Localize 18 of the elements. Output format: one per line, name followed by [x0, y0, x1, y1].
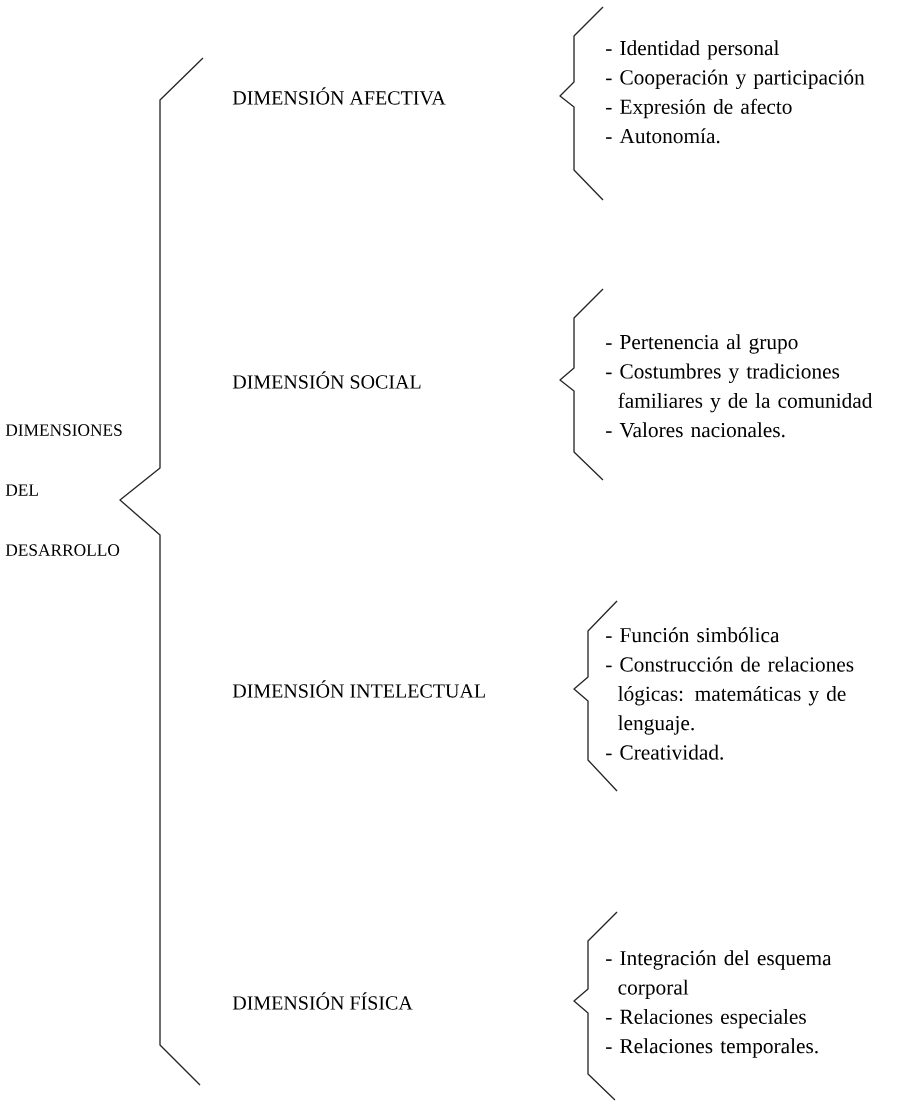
list-item: - Construcción de relaciones lógicas: matemáticas y de lenguaje. — [606, 656, 854, 735]
list-item: - Valores nacionales. — [606, 422, 785, 438]
heading-text: DIMENSIONES DEL DESARROLLO — [5, 424, 122, 556]
category-label: DIMENSIÓN SOCIAL — [232, 371, 421, 389]
category-label: DIMENSIÓN FÍSICA — [232, 992, 413, 1010]
list-item: - Función simbólica — [606, 627, 780, 643]
list-item: - Relaciones temporales. — [606, 1038, 818, 1058]
list-item: - Costumbres y tradiciones familiares y de la comunidad — [606, 363, 873, 413]
list-item: - Creatividad. — [606, 744, 723, 760]
list-item: - Autonomía. — [606, 128, 720, 144]
list-item: - Integración del esquema corporal — [606, 950, 832, 999]
list-item: - Pertenencia al grupo — [606, 334, 798, 354]
category-label: DIMENSIÓN INTELECTUAL — [232, 680, 485, 698]
list-item: - Cooperación y participación — [606, 69, 865, 89]
list-item: - Expresión de afecto — [606, 98, 792, 119]
list-item: - Relaciones especiales — [606, 1008, 806, 1029]
category-label: DIMENSIÓN AFECTIVA — [232, 87, 446, 105]
list-item: - Identidad personal — [606, 40, 779, 60]
